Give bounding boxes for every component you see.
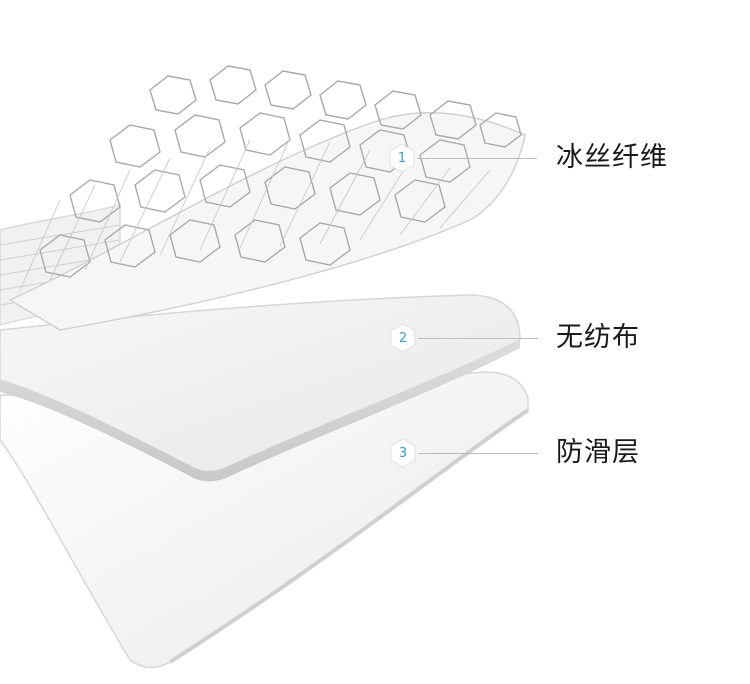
layer-number: 1 bbox=[397, 150, 407, 166]
layer-label-non-woven-fabric: 无纺布 bbox=[556, 322, 640, 353]
leader-line bbox=[417, 158, 537, 159]
layer-number: 2 bbox=[398, 330, 408, 346]
layer-number-badge: 1 bbox=[387, 143, 417, 173]
callout-anti-slip-layer: 3 防滑层 bbox=[0, 433, 750, 473]
ice-silk-fiber-mesh-shape bbox=[0, 65, 526, 331]
layer-label-ice-silk-fiber: 冰丝纤维 bbox=[556, 142, 668, 173]
callout-non-woven-fabric: 2 无纺布 bbox=[0, 318, 750, 358]
layer-number: 3 bbox=[398, 445, 408, 461]
leader-line bbox=[418, 453, 538, 454]
hexagon-badge-icon bbox=[390, 323, 416, 353]
non-woven-fabric-layer-shape bbox=[0, 294, 521, 482]
hexagon-badge-icon bbox=[390, 438, 416, 468]
layer-number-badge: 3 bbox=[388, 438, 418, 468]
layer-label-anti-slip-layer: 防滑层 bbox=[556, 437, 640, 468]
leader-line bbox=[418, 338, 538, 339]
layer-number-badge: 2 bbox=[388, 323, 418, 353]
callout-ice-silk-fiber: 1 冰丝纤维 bbox=[0, 138, 750, 178]
hexagon-badge-icon bbox=[389, 143, 415, 173]
